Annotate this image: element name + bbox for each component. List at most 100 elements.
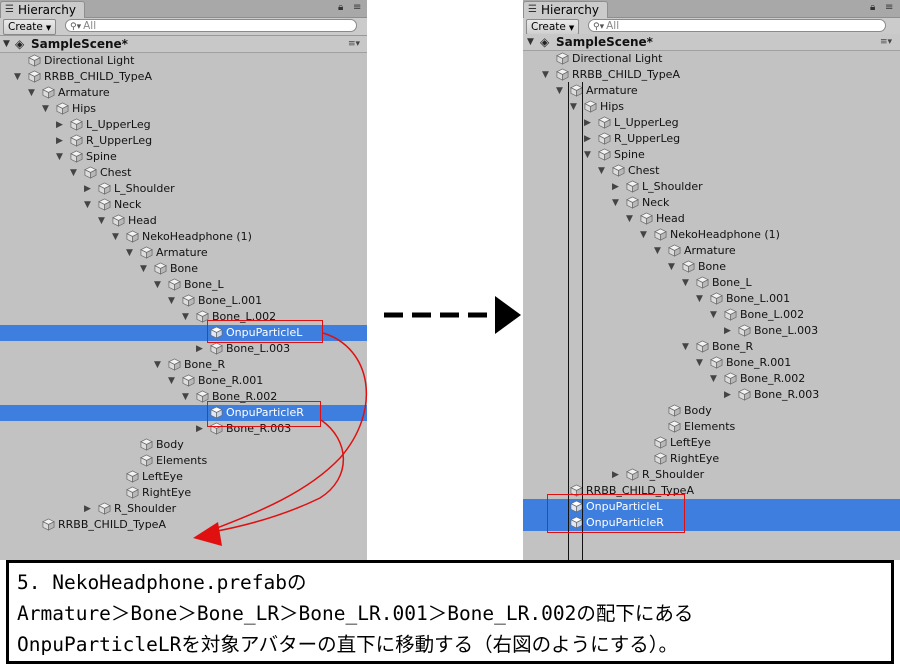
tree-row[interactable]: ▼Spine xyxy=(0,149,367,165)
tree-row[interactable]: ▼Head xyxy=(523,211,900,227)
collapse-arrow-icon[interactable]: ▶ xyxy=(584,134,591,144)
collapse-arrow-icon[interactable]: ▶ xyxy=(196,344,203,354)
expand-arrow-icon[interactable]: ▼ xyxy=(182,312,189,322)
expand-arrow-icon[interactable]: ▼ xyxy=(626,214,633,224)
tree-row[interactable]: OnpuParticleR xyxy=(523,515,900,531)
collapse-arrow-icon[interactable]: ▶ xyxy=(84,184,91,194)
collapse-arrow-icon[interactable]: ▶ xyxy=(724,326,731,336)
expand-arrow-icon[interactable]: ▼ xyxy=(154,360,161,370)
expand-arrow-icon[interactable]: ▼ xyxy=(56,152,63,162)
tree-row[interactable]: Body xyxy=(0,437,367,453)
expand-arrow-icon[interactable]: ▼ xyxy=(168,296,175,306)
tree-row[interactable]: ▼Head xyxy=(0,213,367,229)
tree-row[interactable]: ▼Neck xyxy=(523,195,900,211)
tree-row[interactable]: LeftEye xyxy=(0,469,367,485)
tree-row[interactable]: ▼Armature xyxy=(523,243,900,259)
tree-row[interactable]: Directional Light xyxy=(523,51,900,67)
tree-row[interactable]: ▶L_Shoulder xyxy=(0,181,367,197)
collapse-arrow-icon[interactable]: ▶ xyxy=(584,118,591,128)
expand-arrow-icon[interactable]: ▼ xyxy=(542,70,549,80)
right-create-button[interactable]: Create▼ xyxy=(526,19,580,35)
expand-arrow-icon[interactable]: ▼ xyxy=(584,150,591,160)
tree-row[interactable]: Directional Light xyxy=(0,53,367,69)
expand-arrow-icon[interactable]: ▼ xyxy=(14,72,21,82)
expand-arrow-icon[interactable]: ▼ xyxy=(126,248,133,258)
tree-row[interactable]: Elements xyxy=(0,453,367,469)
collapse-arrow-icon[interactable]: ▶ xyxy=(56,136,63,146)
expand-arrow-icon[interactable]: ▼ xyxy=(556,86,563,96)
tab-menu-icon[interactable]: ≡ xyxy=(885,2,894,13)
left-scene-row[interactable]: ▼ ◈ SampleScene* ≡▾ xyxy=(0,36,367,53)
left-create-button[interactable]: Create▼ xyxy=(3,19,57,35)
expand-arrow-icon[interactable]: ▼ xyxy=(154,280,161,290)
collapse-arrow-icon[interactable]: ▶ xyxy=(84,504,91,514)
tree-row[interactable]: ▶L_UpperLeg xyxy=(0,117,367,133)
tree-row[interactable]: ▼Armature xyxy=(523,83,900,99)
tree-row[interactable]: ▼Bone_L.001 xyxy=(0,293,367,309)
tree-row[interactable]: ▼Bone xyxy=(0,261,367,277)
tree-row[interactable]: Body xyxy=(523,403,900,419)
expand-arrow-icon[interactable]: ▼ xyxy=(70,168,77,178)
collapse-arrow-icon[interactable]: ▶ xyxy=(612,470,619,480)
right-scene-row[interactable]: ▼ ◈ SampleScene* ≡▾ xyxy=(523,34,900,51)
expand-arrow-icon[interactable]: ▼ xyxy=(598,166,605,176)
expand-arrow-icon[interactable]: ▼ xyxy=(710,374,717,384)
expand-arrow-icon[interactable]: ▼ xyxy=(168,376,175,386)
tree-row[interactable]: ▼NekoHeadphone (1) xyxy=(523,227,900,243)
expand-arrow-icon[interactable]: ▼ xyxy=(84,200,91,210)
tab-menu-icon[interactable]: ≡ xyxy=(353,2,362,13)
tree-row[interactable]: ▼Hips xyxy=(0,101,367,117)
expand-arrow-icon[interactable]: ▼ xyxy=(696,358,703,368)
tree-row[interactable]: ▼RRBB_CHILD_TypeA xyxy=(0,69,367,85)
expand-arrow-icon[interactable]: ▼ xyxy=(654,246,661,256)
left-hierarchy-tab[interactable]: ☰ Hierarchy xyxy=(0,1,85,18)
tree-row[interactable]: ▼Chest xyxy=(523,163,900,179)
tree-row[interactable]: ▼Spine xyxy=(523,147,900,163)
expand-arrow-icon[interactable]: ▼ xyxy=(682,342,689,352)
tree-row[interactable]: ▼Armature xyxy=(0,85,367,101)
tree-row[interactable]: ▶R_UpperLeg xyxy=(0,133,367,149)
tree-row[interactable]: ▼Neck xyxy=(0,197,367,213)
tree-row[interactable]: ▼Bone_R.001 xyxy=(0,373,367,389)
expand-arrow-icon[interactable]: ▼ xyxy=(570,102,577,112)
tree-row[interactable]: ▼NekoHeadphone (1) xyxy=(0,229,367,245)
expand-arrow-icon[interactable]: ▼ xyxy=(696,294,703,304)
tree-row[interactable]: Elements xyxy=(523,419,900,435)
collapse-arrow-icon[interactable]: ▶ xyxy=(612,182,619,192)
left-search-input[interactable]: ⚲▾All xyxy=(65,19,357,32)
tree-row[interactable]: ▶Bone_L.003 xyxy=(523,323,900,339)
expand-arrow-icon[interactable]: ▼ xyxy=(42,104,49,114)
tree-row[interactable]: ▶Bone_R.003 xyxy=(523,387,900,403)
collapse-arrow-icon[interactable]: ▶ xyxy=(196,424,203,434)
scene-menu-icon[interactable]: ≡▾ xyxy=(880,37,893,47)
tree-row[interactable]: RRBB_CHILD_TypeA xyxy=(0,517,367,533)
tree-row[interactable]: RightEye xyxy=(0,485,367,501)
collapse-arrow-icon[interactable]: ▶ xyxy=(724,390,731,400)
tree-row[interactable]: ▼Bone_R.001 xyxy=(523,355,900,371)
expand-arrow-icon[interactable]: ▼ xyxy=(668,262,675,272)
tree-row[interactable]: ▼Hips xyxy=(523,99,900,115)
expand-arrow-icon[interactable]: ▼ xyxy=(182,392,189,402)
lock-icon[interactable]: 🔒︎ xyxy=(870,2,876,13)
tree-row[interactable]: ▼Bone_R.002 xyxy=(523,371,900,387)
tree-row[interactable]: RightEye xyxy=(523,451,900,467)
right-hierarchy-tab[interactable]: ☰ Hierarchy xyxy=(523,1,608,18)
tree-row[interactable]: ▼Bone xyxy=(523,259,900,275)
tree-row[interactable]: ▶R_UpperLeg xyxy=(523,131,900,147)
lock-icon[interactable]: 🔒︎ xyxy=(338,2,344,13)
tree-row[interactable]: ▼Bone_L.002 xyxy=(0,309,367,325)
tree-row[interactable]: ▼Armature xyxy=(0,245,367,261)
expand-arrow-icon[interactable]: ▼ xyxy=(140,264,147,274)
collapse-arrow-icon[interactable]: ▶ xyxy=(56,120,63,130)
tree-row[interactable]: ▼Bone_L xyxy=(0,277,367,293)
tree-row[interactable]: ▼Bone_L.001 xyxy=(523,291,900,307)
expand-arrow-icon[interactable]: ▼ xyxy=(98,216,105,226)
tree-row[interactable]: LeftEye xyxy=(523,435,900,451)
tree-row[interactable]: ▶L_UpperLeg xyxy=(523,115,900,131)
right-search-input[interactable]: ⚲▾All xyxy=(588,19,886,32)
expand-arrow-icon[interactable]: ▼ xyxy=(3,39,10,49)
expand-arrow-icon[interactable]: ▼ xyxy=(682,278,689,288)
tree-row[interactable]: ▼Chest xyxy=(0,165,367,181)
tree-row[interactable]: ▶Bone_L.003 xyxy=(0,341,367,357)
expand-arrow-icon[interactable]: ▼ xyxy=(640,230,647,240)
